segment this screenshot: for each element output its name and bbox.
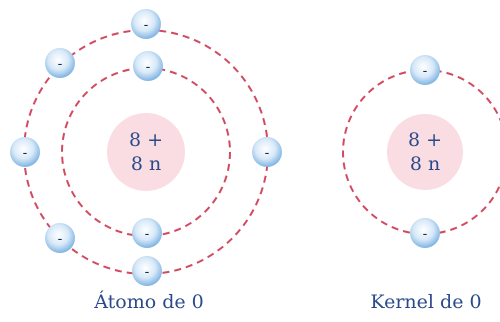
svg-text:-: - — [58, 57, 63, 72]
atom-electron: - — [10, 137, 40, 167]
svg-text:-: - — [144, 18, 149, 33]
atom-electron: - — [252, 137, 282, 167]
svg-text:-: - — [145, 265, 150, 280]
atom-electron: - — [132, 256, 162, 286]
kernel-proton-count: 8 + — [408, 129, 442, 151]
atom-caption: Átomo de 0 — [93, 290, 204, 313]
atom-electron: - — [133, 51, 163, 81]
atom-proton-count: 8 + — [129, 129, 163, 151]
atom-electron: - — [45, 223, 75, 253]
atom-nucleus — [107, 113, 185, 191]
atom-electron: - — [132, 218, 162, 248]
atom-neutron-count: 8 n — [131, 153, 161, 175]
kernel-nucleus — [387, 114, 463, 190]
svg-text:-: - — [265, 146, 270, 161]
svg-text:-: - — [58, 232, 63, 247]
kernel-caption: Kernel de 0 — [370, 291, 481, 313]
kernel-neutron-count: 8 n — [410, 153, 440, 175]
svg-text:-: - — [423, 227, 428, 242]
kernel-electron: - — [410, 218, 440, 248]
atom-electron: - — [45, 48, 75, 78]
oxygen-kernel: 8 + 8 n - - Kernel de 0 — [343, 55, 500, 313]
atom-electron: - — [131, 9, 161, 39]
kernel-electron: - — [410, 55, 440, 85]
svg-text:-: - — [23, 146, 28, 161]
svg-text:-: - — [145, 227, 150, 242]
svg-text:-: - — [423, 64, 428, 79]
oxygen-atom: 8 + 8 n - - - - - - - — [10, 9, 282, 313]
svg-text:-: - — [146, 60, 151, 75]
